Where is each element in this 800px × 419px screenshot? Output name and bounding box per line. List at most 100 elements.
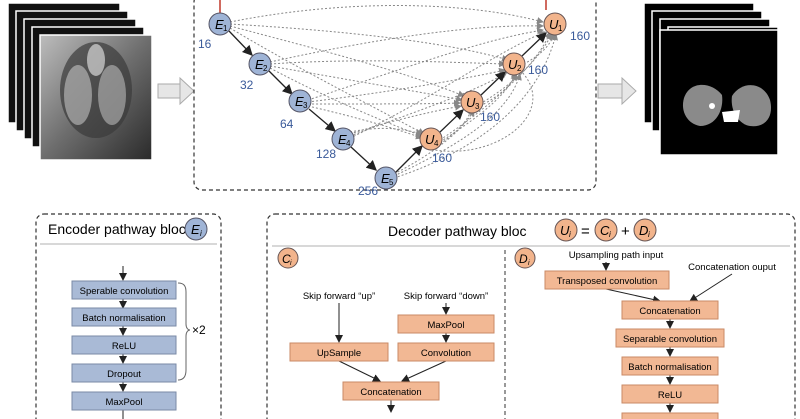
encoder-bloc-title: Encoder pathway bloc: [48, 221, 186, 237]
decoder-bloc-title: Decoder pathway bloc: [388, 223, 527, 239]
repeat-brace: [177, 282, 191, 381]
network-frame: [193, 0, 597, 191]
skip-up-label: Skip forward “up”: [303, 291, 375, 302]
svg-text:E: E: [338, 132, 347, 147]
decoder-size-u2: 160: [528, 63, 548, 77]
svg-text:Concatenation: Concatenation: [360, 387, 421, 398]
svg-text:E: E: [381, 171, 390, 186]
d-concatenation: Concatenation: [621, 300, 719, 320]
d-next-layer-partial: [621, 412, 719, 419]
decoder-node-u1: U 1 160: [543, 12, 590, 43]
svg-text:Separable convolution: Separable convolution: [623, 334, 717, 345]
input-flow-arrow: [157, 76, 195, 106]
svg-text:4: 4: [434, 139, 439, 148]
encoder-size-e2: 32: [240, 78, 254, 92]
svg-text:i: i: [609, 230, 611, 239]
encoder-node-e5: E 5 256: [358, 166, 398, 198]
encoder-bloc-symbol: E i: [184, 217, 208, 241]
c-upsample: UpSample: [289, 342, 389, 362]
svg-text:+: +: [621, 223, 630, 240]
decoder-size-u1: 160: [570, 29, 590, 43]
c-concatenation: Concatenation: [342, 381, 440, 401]
svg-text:E: E: [255, 57, 264, 72]
svg-text:C: C: [600, 223, 610, 238]
svg-text:2: 2: [263, 64, 268, 73]
svg-text:U: U: [508, 57, 518, 72]
svg-text:4: 4: [346, 139, 351, 148]
svg-text:=: =: [581, 223, 590, 240]
d-batch-norm: Batch normalisation: [621, 356, 719, 376]
encoder-node-e2: E 2 32: [240, 52, 272, 92]
encoder-layer-batch-norm: Batch normalisation: [71, 307, 177, 327]
svg-text:Sperable convolution: Sperable convolution: [80, 286, 169, 297]
svg-text:UpSample: UpSample: [317, 348, 361, 359]
decoder-node-u4: U 4 160: [419, 127, 452, 165]
svg-text:3: 3: [475, 102, 480, 111]
c-maxpool: MaxPool: [397, 314, 495, 334]
svg-text:i: i: [648, 230, 650, 239]
decoder-node-u3: U 3 160: [460, 90, 500, 124]
decoder-size-u4: 160: [432, 151, 452, 165]
c-convolution: Convolution: [397, 342, 495, 362]
encoder-layer-maxpool: MaxPool: [71, 391, 177, 411]
svg-text:Dropout: Dropout: [107, 369, 141, 380]
svg-text:E: E: [191, 222, 200, 237]
svg-text:Convolution: Convolution: [421, 348, 471, 359]
encoder-size-e4: 128: [316, 147, 336, 161]
main-path: [228, 30, 547, 175]
d-relu: ReLU: [621, 384, 719, 404]
svg-text:Batch normalisation: Batch normalisation: [82, 313, 165, 324]
input-mri-stack: [7, 2, 153, 161]
c-panel-symbol: C i: [277, 247, 299, 269]
encoder-node-e1: E 1 16: [198, 12, 232, 51]
svg-text:2: 2: [517, 64, 522, 73]
encoder-layer-sep-conv: Sperable convolution: [71, 280, 177, 300]
decoder-size-u3: 160: [480, 110, 500, 124]
decoder-equation: U i = C i + D i: [554, 218, 657, 242]
svg-text:Batch normalisation: Batch normalisation: [628, 362, 711, 373]
svg-text:i: i: [290, 260, 292, 267]
encoder-size-e1: 16: [198, 37, 212, 51]
repeat-label: ×2: [192, 323, 206, 337]
svg-text:MaxPool: MaxPool: [106, 397, 143, 408]
d-sep-conv: Separable convolution: [615, 328, 725, 348]
skip-connections: [229, 5, 558, 179]
svg-text:U: U: [560, 223, 570, 238]
svg-text:i: i: [569, 230, 571, 239]
d-panel-symbol: D i: [514, 247, 536, 269]
svg-text:ReLU: ReLU: [112, 341, 136, 352]
svg-text:E: E: [215, 17, 224, 32]
svg-text:U: U: [466, 95, 476, 110]
svg-text:3: 3: [303, 101, 308, 110]
encoder-bloc-frame: [35, 213, 222, 419]
svg-text:D: D: [519, 252, 528, 266]
svg-text:ReLU: ReLU: [658, 390, 682, 401]
decoder-bloc-frame: [266, 213, 796, 419]
skip-down-label: Skip forward “down”: [404, 291, 488, 302]
svg-text:U: U: [549, 17, 559, 32]
svg-text:D: D: [639, 223, 648, 238]
svg-text:i: i: [528, 260, 530, 267]
encoder-layer-dropout: Dropout: [71, 363, 177, 383]
svg-text:MaxPool: MaxPool: [428, 320, 465, 331]
output-flow-arrow: [597, 76, 637, 106]
output-segmentation-stack: [643, 2, 779, 156]
encoder-layer-relu: ReLU: [71, 335, 177, 355]
upsampling-input-label: Upsampling path input: [569, 250, 664, 261]
svg-text:5: 5: [389, 178, 394, 187]
encoder-node-e4: E 4 128: [316, 127, 355, 161]
decoder-node-u2: U 2 160: [502, 52, 548, 77]
encoder-size-e3: 64: [280, 117, 294, 131]
encoder-node-e3: E 3 64: [280, 89, 312, 131]
d-transposed-conv: Transposed convolution: [544, 270, 670, 290]
svg-text:i: i: [200, 229, 202, 238]
svg-text:C: C: [282, 252, 291, 266]
svg-text:1: 1: [223, 24, 228, 33]
concat-output-label: Concatenation ouput: [688, 262, 776, 273]
encoder-size-e5: 256: [358, 184, 378, 198]
svg-text:1: 1: [558, 24, 563, 33]
svg-text:Concatenation: Concatenation: [639, 306, 700, 317]
svg-text:Transposed convolution: Transposed convolution: [557, 276, 658, 287]
svg-text:U: U: [425, 132, 435, 147]
svg-text:E: E: [295, 94, 304, 109]
